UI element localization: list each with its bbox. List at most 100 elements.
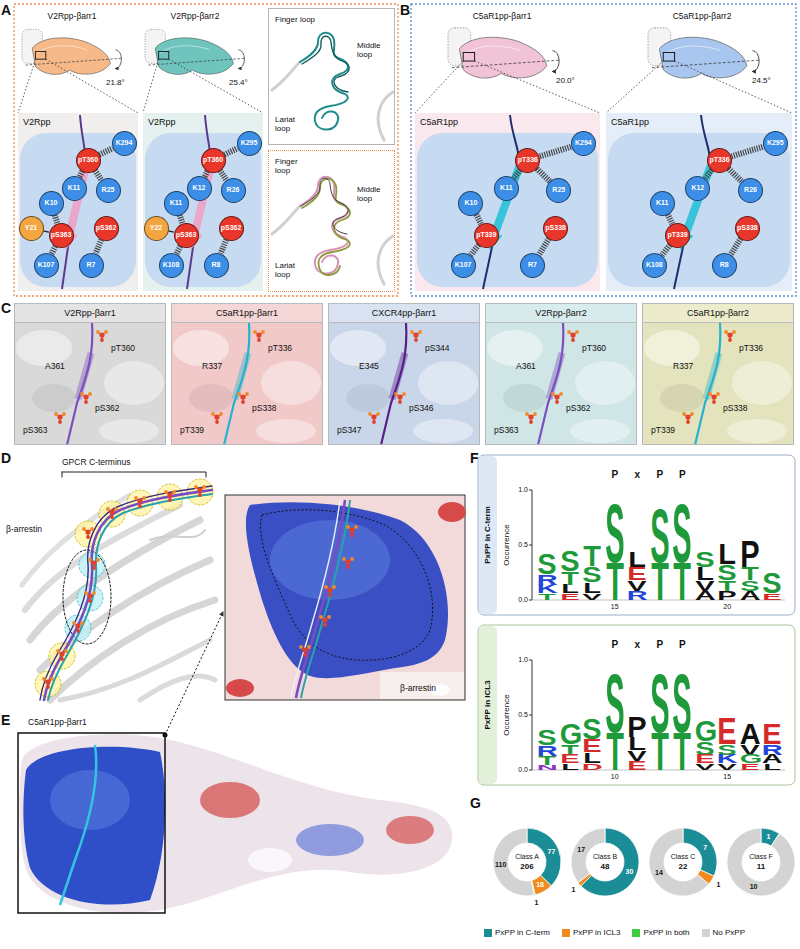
count-label: 1	[716, 881, 720, 889]
donut-segment	[532, 875, 552, 895]
binding-site-surface	[415, 113, 600, 291]
logo-letter: T	[537, 592, 557, 601]
panel-header: C5aR1pp-βarr1	[172, 304, 322, 323]
surface-views	[14, 321, 794, 445]
residue-circle: pS362	[219, 216, 244, 241]
class-label: Class C	[671, 853, 696, 861]
logo-letter: A	[740, 590, 760, 602]
salt-bridge	[95, 170, 101, 179]
panel-frame	[411, 4, 796, 296]
surface-panel: V2Rpp-βarr1A361pT360pS363pS362	[14, 303, 166, 445]
loop-label: Finger loop	[275, 15, 345, 24]
loop-overlay-panel: Finger loopMiddle loopLariat loop	[268, 150, 395, 292]
angle-label: 20.0°	[556, 76, 575, 85]
logo-letter: E	[560, 592, 580, 601]
residue-circle: K11	[650, 191, 675, 216]
salt-bridge	[220, 170, 226, 179]
logo-letter: T	[650, 555, 670, 608]
hydrogen-bond	[168, 231, 174, 232]
residue-label: A361	[45, 362, 65, 372]
legend-item: PxPP in C-term	[484, 928, 550, 937]
residue-circle: K107	[34, 253, 59, 278]
tick-label: 0.5	[518, 541, 528, 549]
count-label: 17	[577, 846, 585, 854]
donut-segment	[649, 828, 709, 896]
salt-bridge	[471, 245, 479, 255]
count-label: 77	[548, 848, 556, 856]
residue-label: pT360	[582, 344, 606, 354]
donut-segment	[727, 828, 795, 896]
axis-title: Occurrence	[502, 694, 511, 735]
panel-letter: B	[400, 2, 410, 18]
residue-circle: R8	[204, 253, 229, 278]
residue-circle: pS363	[174, 223, 199, 248]
peptide-label: V2Rpp	[148, 117, 176, 127]
row-label: PxPP in ICL3	[483, 680, 492, 729]
residue-label: R7	[528, 261, 537, 269]
residue-label: K10	[45, 199, 58, 207]
count-label: 1	[535, 899, 539, 907]
logo-letter: D	[582, 762, 602, 771]
residue-label: K107	[38, 261, 55, 269]
panel-title: C5aR1pp-βarr1	[28, 718, 87, 728]
panel-letter: A	[1, 2, 11, 18]
panel-title: C5aR1pp-βarr1	[473, 12, 532, 22]
motif-letter: x	[634, 469, 640, 481]
hydrogen-bond	[43, 231, 49, 232]
tick-label: 1.0	[518, 486, 528, 494]
residue-circle: K10	[39, 191, 64, 216]
logo-letter: T	[605, 725, 625, 778]
residue-circle: Y22	[144, 216, 169, 241]
residue-label: R26	[744, 186, 757, 194]
residue-circle: pS338	[543, 216, 568, 241]
binding-site-surface	[606, 113, 792, 291]
peptide-label: V2Rpp	[23, 117, 51, 127]
protein-label: β-arrestin	[6, 525, 42, 535]
panel-letter: C	[1, 300, 11, 316]
binding-site-surface	[143, 113, 263, 291]
total-count: 22	[679, 862, 688, 871]
residue-label: pS338	[737, 224, 758, 232]
residue-label: pS338	[545, 224, 566, 232]
salt-bridge	[52, 246, 56, 254]
tick-label: 20	[723, 603, 731, 611]
residue-circle: pS362	[94, 216, 119, 241]
motif-letter: x	[634, 639, 640, 651]
residue-label: pT339	[668, 231, 688, 239]
residue-label: K12	[691, 184, 704, 192]
surface-overview	[18, 612, 452, 913]
salt-bridge	[539, 239, 549, 255]
loop-label: Lariat loop	[275, 115, 309, 133]
salt-bridge	[180, 215, 183, 223]
panel-letter: D	[1, 450, 11, 466]
residue-label: pS363	[23, 426, 48, 436]
residue-label: pS362	[96, 224, 117, 232]
logo-letter: E	[627, 760, 647, 772]
logo-letter: R	[627, 590, 647, 602]
residue-circle: pT336	[515, 148, 540, 173]
logo-letter: E	[762, 592, 782, 601]
logo-letter: V	[695, 762, 715, 771]
arrestin-icons	[22, 28, 760, 78]
panel-title: C5aR1pp-βarr2	[673, 12, 732, 22]
legend-text: No PxPP	[713, 928, 745, 937]
residue-label: pS363	[494, 426, 519, 436]
residue-label: Y22	[150, 224, 162, 232]
residue-label: K11	[68, 184, 80, 192]
tick-label: 15	[723, 773, 731, 781]
residue-circle: R7	[520, 253, 545, 278]
residue-label: R26	[227, 186, 240, 194]
logo-letter: T	[650, 725, 670, 778]
residue-label: K108	[163, 261, 180, 269]
motif-letter: P	[656, 639, 663, 651]
residue-label: K108	[646, 261, 663, 269]
legend-text: PxPP in C-term	[495, 928, 550, 937]
tick-label: 1.0	[518, 656, 528, 664]
motif-letter: P	[611, 639, 618, 651]
surface-panel: V2Rpp-βarr2A361pT360pS363pS362	[485, 303, 637, 445]
count-label: 7	[703, 844, 707, 852]
logo-letter: N	[537, 764, 557, 772]
residue-circle: K11	[164, 191, 189, 216]
binding-site-inset: C5aR1ppK10K11pT336K294R25pT339pS338K107R…	[415, 113, 600, 291]
